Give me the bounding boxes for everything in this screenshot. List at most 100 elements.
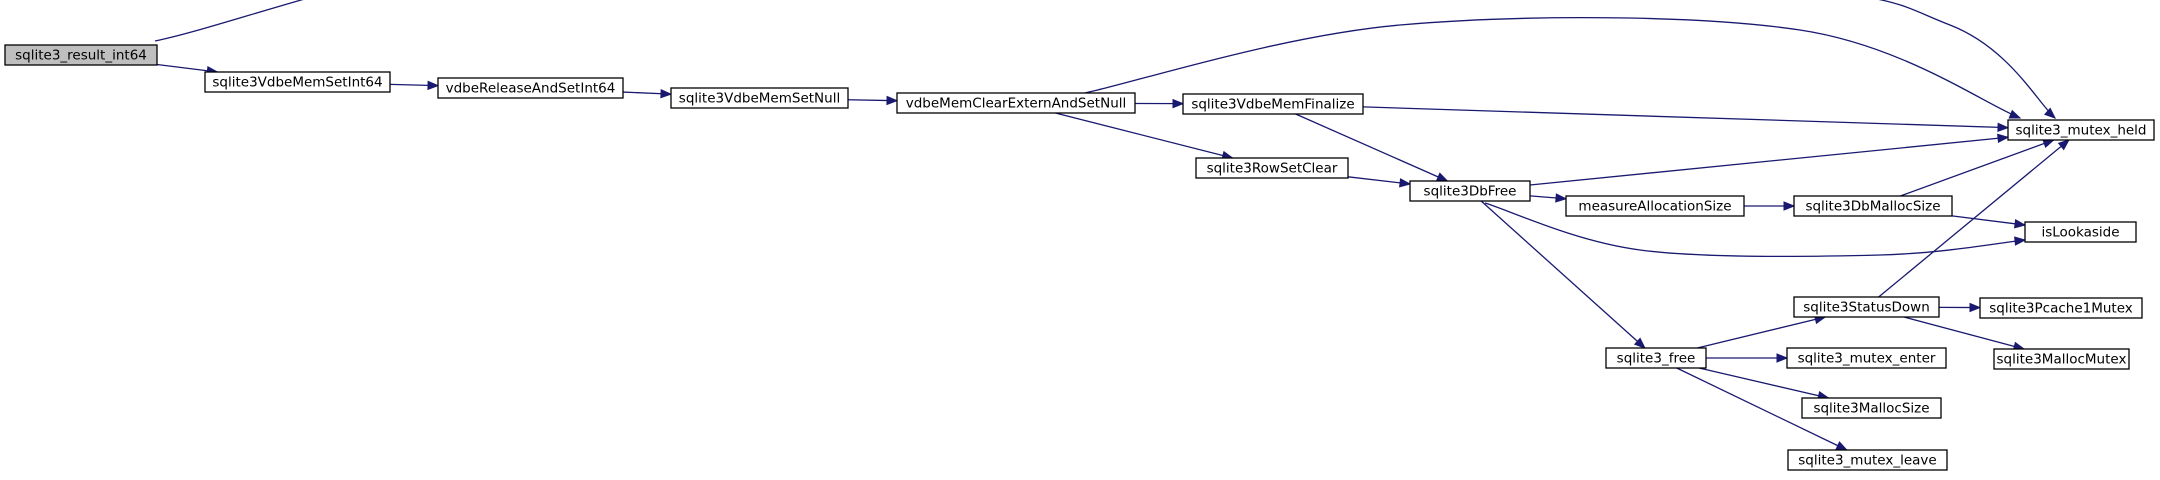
function-node-free[interactable]: sqlite3_free bbox=[1605, 347, 1707, 369]
arrowhead-icon bbox=[660, 88, 673, 99]
function-node-mallocmutex[interactable]: sqlite3MallocMutex bbox=[1993, 348, 2130, 370]
arrowhead-icon bbox=[1776, 353, 1789, 363]
node-box bbox=[1993, 348, 2130, 370]
edge-line bbox=[1084, 17, 2021, 119]
arrowhead-icon bbox=[427, 80, 440, 91]
node-label: sqlite3_result_int64 bbox=[15, 48, 147, 64]
call-edge-memfinalize-to-mutex_held bbox=[1362, 106, 2010, 133]
call-edge-result_int64-to-mutex_held bbox=[154, 0, 2057, 119]
arrowhead-icon bbox=[1172, 98, 1185, 109]
function-node-measure[interactable]: measureAllocationSize bbox=[1565, 195, 1745, 217]
call-edge-free-to-mallocsize bbox=[1698, 367, 1830, 401]
call-edge-dbmallocsize-to-mutex_held bbox=[1900, 139, 2055, 197]
call-edge-clearextern-to-mutex_held bbox=[1084, 17, 2022, 119]
arrowhead-icon bbox=[1633, 337, 1646, 349]
node-box bbox=[1786, 347, 1947, 369]
edge-line bbox=[1362, 106, 2009, 129]
function-node-releaseandset[interactable]: vdbeReleaseAndSetInt64 bbox=[437, 77, 624, 99]
node-box bbox=[1565, 195, 1745, 217]
arrowhead-icon bbox=[1399, 178, 1412, 188]
arrowhead-icon bbox=[1555, 193, 1568, 203]
function-node-rowsetclear[interactable]: sqlite3RowSetClear bbox=[1195, 157, 1349, 179]
arrowhead-icon bbox=[2042, 139, 2055, 149]
node-box bbox=[1605, 347, 1707, 369]
function-node-memsetint64[interactable]: sqlite3VdbeMemSetInt64 bbox=[204, 71, 391, 93]
call-edge-memfinalize-to-dbfree bbox=[1295, 113, 1449, 182]
call-edge-clearextern-to-rowsetclear bbox=[1055, 112, 1234, 161]
node-label: sqlite3_mutex_leave bbox=[1798, 453, 1936, 469]
edge-line bbox=[1698, 367, 1829, 399]
node-label: isLookaside bbox=[2041, 225, 2119, 241]
arrowhead-icon bbox=[1997, 122, 2010, 133]
arrowhead-icon bbox=[1969, 302, 1982, 313]
call-edge-memsetint64-to-releaseandset bbox=[389, 80, 440, 91]
node-box bbox=[896, 92, 1136, 114]
call-edge-memsetnull-to-clearextern bbox=[847, 95, 899, 106]
call-edge-clearextern-to-memfinalize bbox=[1134, 98, 1185, 109]
arrowhead-icon bbox=[2008, 109, 2022, 119]
function-node-dbfree[interactable]: sqlite3DbFree bbox=[1409, 180, 1531, 202]
function-node-dbmallocsize[interactable]: sqlite3DbMallocSize bbox=[1793, 195, 1953, 217]
function-node-pcache1mutex[interactable]: sqlite3Pcache1Mutex bbox=[1979, 297, 2143, 319]
call-edge-dbfree-to-measure bbox=[1529, 193, 1568, 203]
edge-line bbox=[1951, 215, 2026, 226]
node-label: sqlite3DbMallocSize bbox=[1805, 199, 1940, 215]
edge-line bbox=[1295, 113, 1448, 182]
edge-line bbox=[1676, 367, 1848, 451]
edge-line bbox=[1878, 139, 2070, 298]
arrowhead-icon bbox=[1783, 201, 1796, 211]
node-box bbox=[1793, 296, 1940, 318]
call-edge-releaseandset-to-memsetnull bbox=[622, 88, 673, 99]
call-edge-dbfree-to-mutex_held bbox=[1529, 133, 2010, 186]
node-box bbox=[2007, 119, 2155, 141]
call-edge-statusdown-to-pcache1mutex bbox=[1938, 302, 1982, 313]
function-node-memfinalize[interactable]: sqlite3VdbeMemFinalize bbox=[1182, 93, 1364, 115]
node-box bbox=[437, 77, 624, 99]
node-label: sqlite3VdbeMemSetNull bbox=[679, 91, 840, 107]
node-box bbox=[1793, 195, 1953, 217]
function-node-clearextern[interactable]: vdbeMemClearExternAndSetNull bbox=[896, 92, 1136, 114]
node-label: sqlite3MallocSize bbox=[1813, 401, 1929, 417]
node-box bbox=[1182, 93, 1364, 115]
call-edge-statusdown-to-mutex_held bbox=[1878, 139, 2070, 298]
edge-line bbox=[1484, 202, 2026, 258]
node-box bbox=[1801, 397, 1942, 419]
function-node-memsetnull[interactable]: sqlite3VdbeMemSetNull bbox=[670, 87, 849, 109]
node-box bbox=[4, 44, 158, 66]
function-node-islookaside[interactable]: isLookaside bbox=[2024, 221, 2137, 243]
arrowhead-icon bbox=[1997, 133, 2010, 144]
call-edge-rowsetclear-to-dbfree bbox=[1347, 176, 1412, 188]
function-node-mutex_enter[interactable]: sqlite3_mutex_enter bbox=[1786, 347, 1947, 369]
arrowhead-icon bbox=[2057, 139, 2070, 151]
node-box bbox=[1195, 157, 1349, 179]
call-edge-measure-to-dbmallocsize bbox=[1744, 201, 1796, 211]
node-box bbox=[1787, 449, 1948, 471]
node-label: sqlite3VdbeMemFinalize bbox=[1191, 97, 1354, 113]
edge-line bbox=[1903, 316, 2025, 350]
arrowhead-icon bbox=[2014, 236, 2027, 246]
arrowhead-icon bbox=[2013, 219, 2027, 229]
node-label: sqlite3MallocMutex bbox=[1997, 352, 2127, 368]
edge-line bbox=[1529, 136, 2009, 186]
node-box bbox=[2024, 221, 2137, 243]
function-node-mallocsize[interactable]: sqlite3MallocSize bbox=[1801, 397, 1942, 419]
node-box bbox=[204, 71, 391, 93]
node-label: sqlite3VdbeMemSetInt64 bbox=[212, 75, 382, 91]
node-label: sqlite3Pcache1Mutex bbox=[1989, 301, 2133, 317]
node-label: vdbeMemClearExternAndSetNull bbox=[906, 96, 1127, 112]
arrowhead-icon bbox=[1835, 441, 1848, 451]
node-label: vdbeReleaseAndSetInt64 bbox=[446, 81, 616, 97]
function-nodes: sqlite3_result_int64 sqlite3VdbeMemSetInt… bbox=[4, 44, 2155, 471]
arrowhead-icon bbox=[886, 95, 899, 106]
call-edge-dbmallocsize-to-islookaside bbox=[1951, 215, 2027, 229]
function-node-mutex_leave[interactable]: sqlite3_mutex_leave bbox=[1787, 449, 1948, 471]
edge-line bbox=[1055, 112, 1233, 159]
edge-line bbox=[154, 0, 2056, 119]
node-label: sqlite3StatusDown bbox=[1803, 300, 1930, 316]
function-node-mutex_held[interactable]: sqlite3_mutex_held bbox=[2007, 119, 2155, 141]
edge-line bbox=[1480, 200, 1646, 349]
node-box bbox=[670, 87, 849, 109]
node-box bbox=[1409, 180, 1531, 202]
function-node-statusdown[interactable]: sqlite3StatusDown bbox=[1793, 296, 1940, 318]
